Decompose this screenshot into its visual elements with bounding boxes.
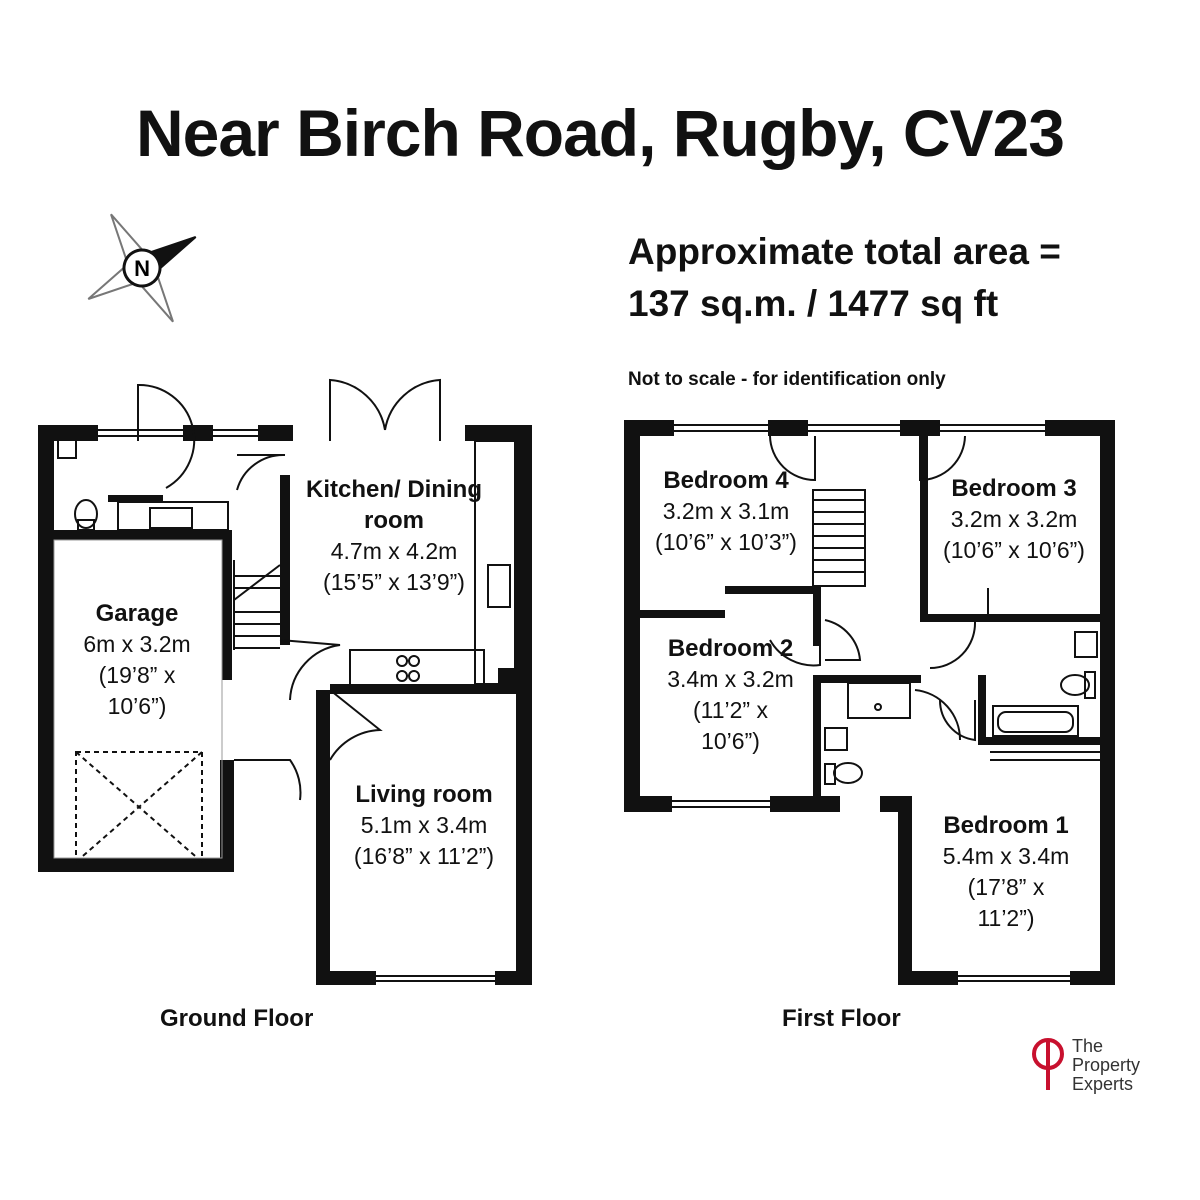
room-living-imperial: (16’8” x 11’2”) — [353, 843, 495, 869]
room-bedroom-1: Bedroom 1 5.4m x 3.4m (17’8” x 11’2”) — [916, 810, 1096, 934]
room-living-name: Living room — [355, 781, 493, 808]
room-garage-imperial-1: (19’8” x — [98, 662, 176, 688]
page-title: Near Birch Road, Rugby, CV23 — [135, 96, 1065, 170]
room-bedroom-3-name: Bedroom 3 — [951, 475, 1077, 502]
svg-text:N: N — [134, 256, 150, 281]
ground-floor-plan — [38, 425, 532, 985]
room-bedroom-3-metric: 3.2m x 3.2m — [950, 506, 1078, 532]
brand-line-1: The — [1072, 1036, 1104, 1056]
room-bedroom-3: Bedroom 3 3.2m x 3.2m (10’6” x 10’6”) — [928, 473, 1100, 566]
room-kitchen-imperial: (15’5” x 13’9”) — [323, 569, 465, 595]
room-bedroom-4-imperial: (10’6” x 10’3”) — [655, 529, 797, 555]
total-area: Approximate total area = 137 sq.m. / 147… — [628, 226, 1061, 330]
room-bedroom-1-imperial-2: 11’2”) — [977, 905, 1035, 931]
room-bedroom-2-imperial-1: (11’2” x — [693, 697, 768, 723]
brand-name: The Property Experts — [1072, 1037, 1140, 1094]
room-bedroom-3-imperial: (10’6” x 10’6”) — [943, 537, 1085, 563]
room-kitchen-name-2: room — [364, 507, 424, 534]
ground-floor-label: Ground Floor — [160, 1005, 314, 1032]
total-area-line-2: 137 sq.m. / 1477 sq ft — [628, 283, 999, 324]
room-garage-name: Garage — [95, 600, 179, 627]
north-compass-icon: N — [87, 213, 197, 323]
room-bedroom-1-name: Bedroom 1 — [943, 812, 1069, 839]
room-kitchen-name-1: Kitchen/ Dining — [306, 476, 482, 503]
room-bedroom-2-imperial-2: 10’6”) — [701, 728, 760, 754]
room-bedroom-4-name: Bedroom 4 — [663, 467, 789, 494]
room-bedroom-2-metric: 3.4m x 3.2m — [667, 666, 794, 692]
room-bedroom-1-imperial-1: (17’8” x — [967, 874, 1045, 900]
room-living-metric: 5.1m x 3.4m — [360, 812, 488, 838]
room-bedroom-2-name: Bedroom 2 — [667, 635, 794, 662]
room-bedroom-4: Bedroom 4 3.2m x 3.1m (10’6” x 10’3”) — [636, 465, 816, 558]
room-living: Living room 5.1m x 3.4m (16’8” x 11’2”) — [334, 779, 514, 872]
room-garage-metric: 6m x 3.2m — [83, 631, 191, 657]
total-area-line-1: Approximate total area = — [628, 231, 1061, 272]
room-garage: Garage 6m x 3.2m (19’8” x 10’6”) — [62, 598, 212, 722]
room-bedroom-2: Bedroom 2 3.4m x 3.2m (11’2” x 10’6”) — [648, 633, 813, 757]
first-floor-label: First Floor — [782, 1005, 901, 1032]
room-garage-imperial-2: 10’6”) — [107, 693, 167, 719]
scale-note: Not to scale - for identification only — [628, 369, 946, 390]
brand-line-3: Experts — [1072, 1074, 1134, 1094]
room-kitchen-dining: Kitchen/ Dining room 4.7m x 4.2m (15’5” … — [285, 474, 503, 598]
first-floor-plan — [624, 420, 1115, 985]
room-bedroom-4-metric: 3.2m x 3.1m — [662, 498, 790, 524]
room-kitchen-metric: 4.7m x 4.2m — [330, 538, 458, 564]
brand-line-2: Property — [1072, 1055, 1141, 1075]
room-bedroom-1-metric: 5.4m x 3.4m — [942, 843, 1070, 869]
